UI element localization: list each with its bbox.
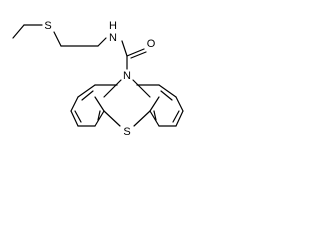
- ring-bond: [103, 79, 122, 98]
- ring-bond: [94, 96, 105, 112]
- ring-double-bond: [81, 90, 94, 101]
- structure-canvas: S N H O N S: [0, 0, 225, 144]
- bond-c-o-b: [130, 51, 147, 59]
- amide-group: [121, 40, 147, 70]
- ring-bond: [175, 110, 184, 127]
- side-chain: [12, 24, 107, 47]
- ring-bond: [132, 79, 151, 98]
- atom-label-carbonyl-oxygen: O: [147, 38, 156, 50]
- atom-labels: S N H O N S: [44, 20, 155, 138]
- ring-double-bond: [97, 110, 101, 121]
- ring-double-bond: [160, 90, 173, 101]
- atom-label-amide-nitrogen: N: [109, 32, 117, 44]
- ring-double-bond: [172, 110, 180, 123]
- ring-bond: [103, 110, 121, 127]
- central-thiazine-ring: [103, 79, 151, 127]
- bond-nh-c: [121, 40, 128, 57]
- bond-c-o-a: [126, 48, 145, 57]
- atom-label-sulfur-chain: S: [44, 20, 51, 32]
- left-benzene-ring: [70, 84, 118, 127]
- ring-bond: [94, 110, 105, 127]
- ring-bond: [77, 84, 96, 98]
- ring-bond: [149, 110, 160, 127]
- ring-bond: [149, 96, 160, 112]
- ring-bond: [175, 96, 184, 112]
- atom-label-ring-nitrogen: N: [123, 70, 131, 82]
- atom-label-ring-sulfur: S: [123, 126, 130, 138]
- bond-ch2-nh: [97, 37, 107, 47]
- ring-double-bond: [74, 110, 82, 123]
- ring-bond: [158, 84, 177, 98]
- ring-double-bond: [153, 110, 157, 121]
- bond-s-ch2: [53, 31, 62, 47]
- ring-bond: [70, 96, 79, 112]
- right-benzene-ring: [136, 84, 184, 127]
- ring-bond: [133, 110, 151, 127]
- ring-bond: [70, 110, 79, 127]
- bond-ethyl-1: [12, 24, 25, 39]
- atom-label-hydrogen: H: [109, 20, 117, 32]
- molecule-diagram: S N H O N S: [12, 20, 184, 138]
